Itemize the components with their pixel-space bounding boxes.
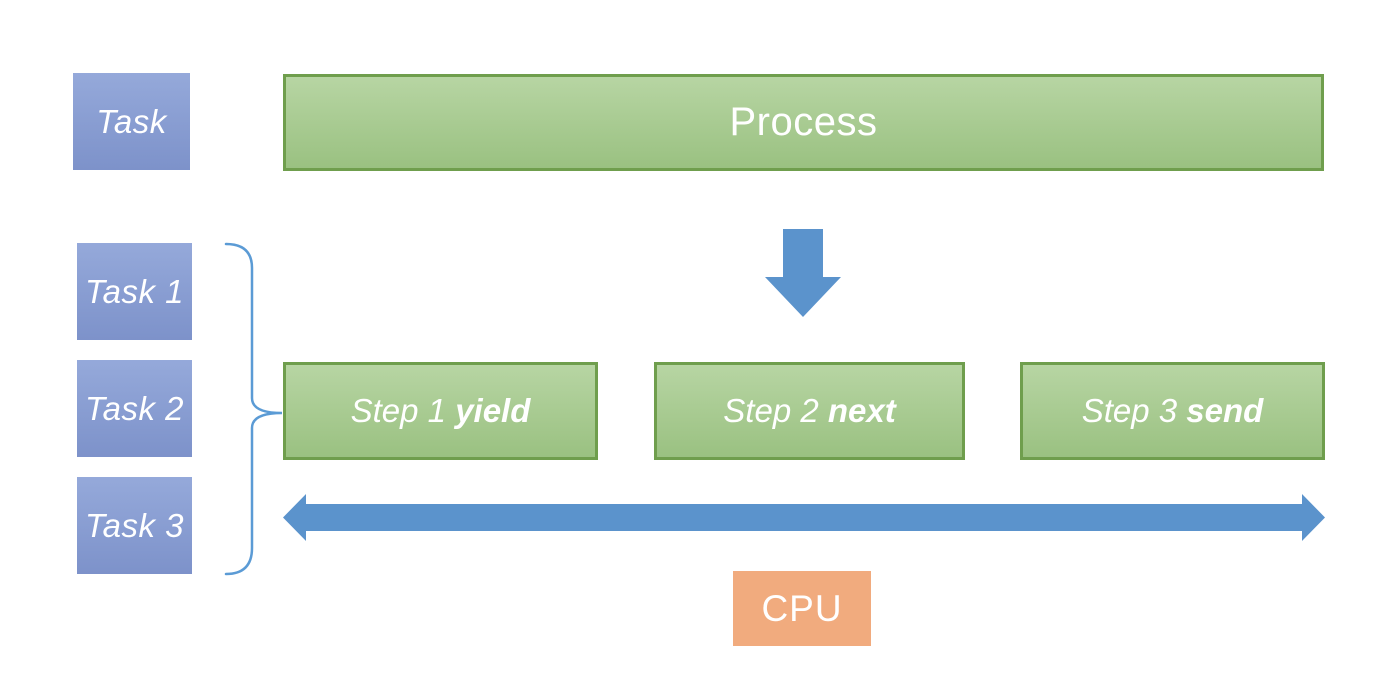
step-3-label: Step 3 send (1081, 392, 1264, 429)
cpu-label: CPU (761, 587, 843, 629)
down-arrow-icon (765, 229, 841, 317)
step-1-label: Step 1 yield (350, 392, 531, 429)
task-2-label: Task 2 (84, 389, 184, 427)
double-headed-arrow-icon (283, 494, 1325, 541)
task-legend-label: Task (96, 102, 167, 140)
task-2-box: Task 2 (77, 360, 192, 457)
task-3-box: Task 3 (77, 477, 192, 574)
process-box: Process (283, 74, 1324, 171)
task-1-box: Task 1 (77, 243, 192, 340)
cpu-box: CPU (733, 571, 871, 646)
step-1-box: Step 1 yield (283, 362, 598, 460)
task-3-label: Task 3 (84, 506, 184, 544)
process-label: Process (729, 100, 878, 144)
step-3-box: Step 3 send (1020, 362, 1325, 460)
task-legend-box: Task (73, 73, 190, 170)
curly-brace-icon (224, 242, 283, 576)
step-2-label: Step 2 next (723, 392, 896, 429)
task-1-label: Task 1 (84, 272, 184, 310)
step-2-box: Step 2 next (654, 362, 965, 460)
